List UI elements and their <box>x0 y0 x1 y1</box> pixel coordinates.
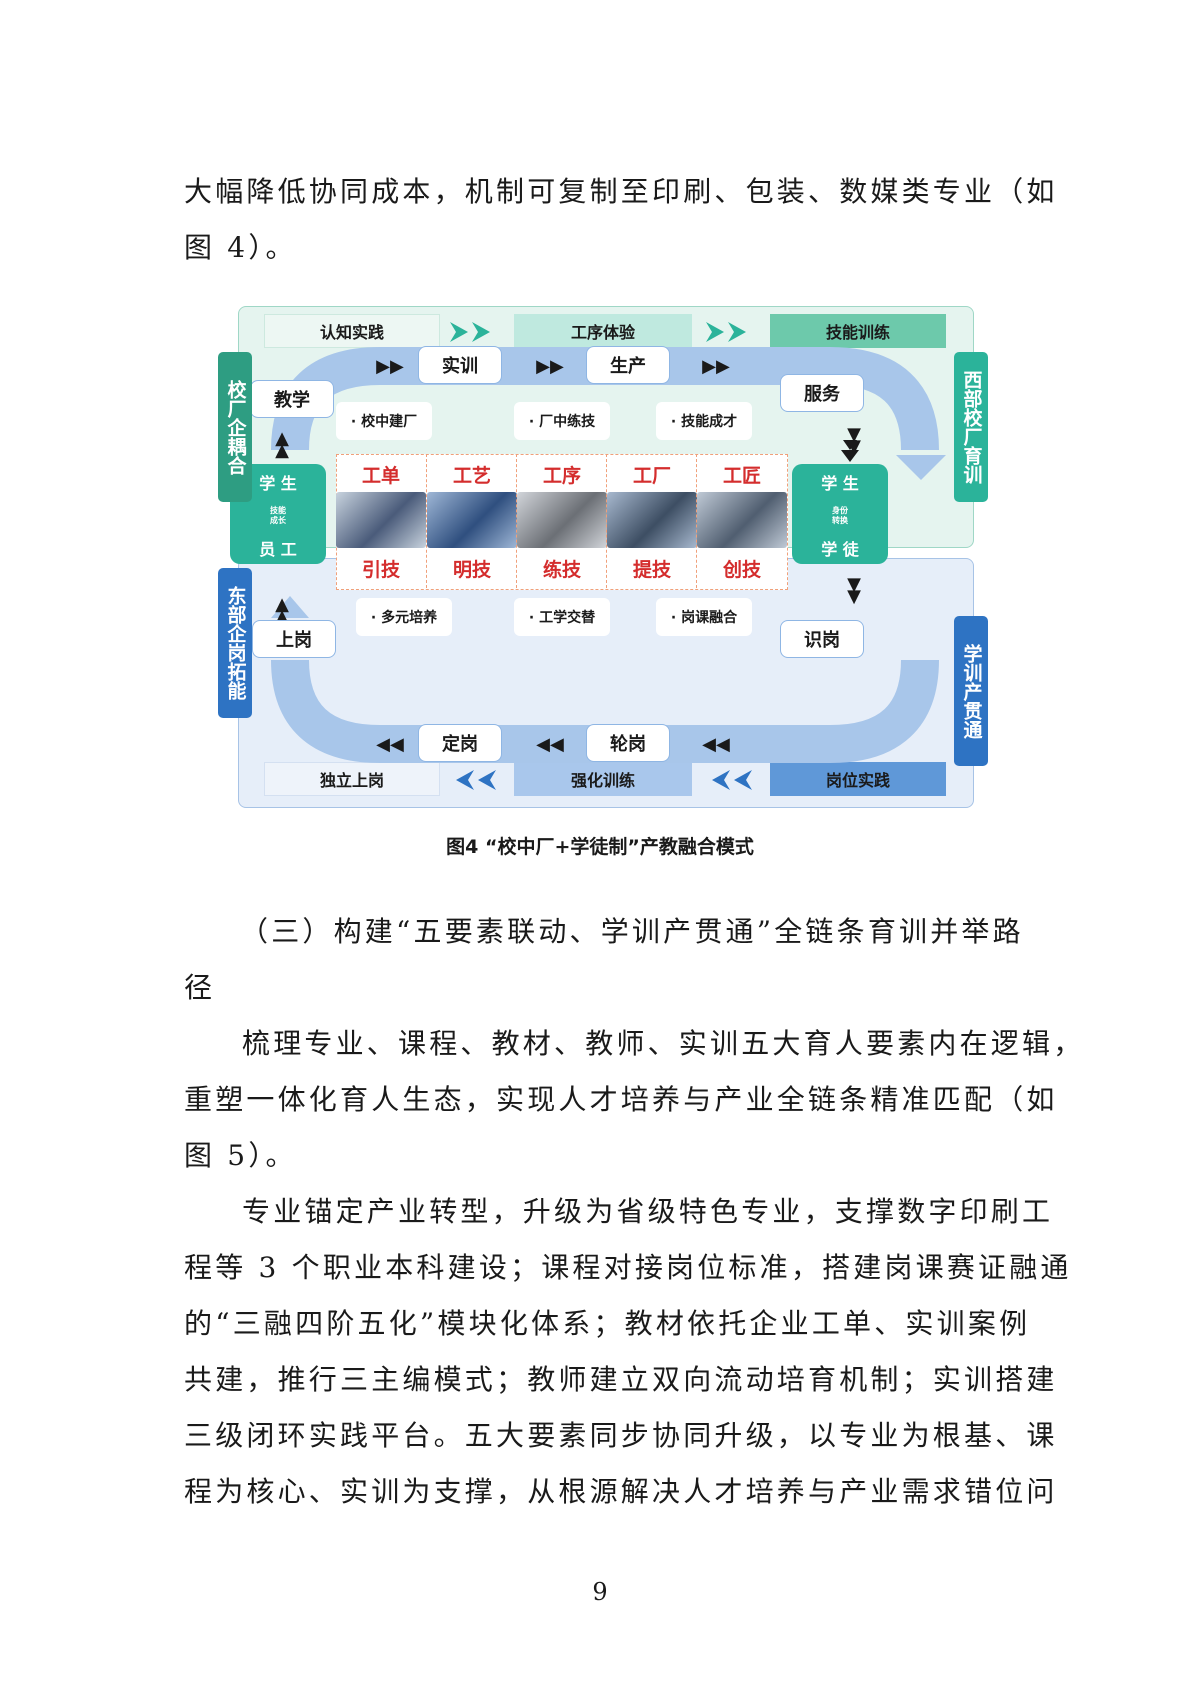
bullet-multi: · 多元培养 <box>356 598 452 636</box>
workshop-photo <box>427 492 517 548</box>
side-label-left-bottom: 东部企岗拓能 <box>218 568 252 718</box>
bullet-alternate: · 工学交替 <box>514 598 610 636</box>
workshop-photo <box>697 492 787 548</box>
column-item: 工序练技 <box>516 454 607 588</box>
column-top-label: 工匠 <box>722 464 761 487</box>
text-line: 程为核心、实训为支撑，从根源解决人才培养与产业需求错位问 <box>184 1475 1058 1508</box>
bullet-post-course: · 岗课融合 <box>656 598 752 636</box>
text-line: 三级闭环实践平台。五大要素同步协同升级，以专业为根基、课 <box>184 1419 1058 1452</box>
rewind-icon: ◀◀ <box>376 733 404 755</box>
node-know-post: 识岗 <box>780 620 864 658</box>
stage-cognitive: 认知实践 <box>264 314 440 348</box>
stage-process: 工序体验 <box>514 314 692 348</box>
side-label-right-top: 西部校厂育训 <box>954 352 988 502</box>
node-production: 生产 <box>586 346 670 384</box>
section-heading: （三）构建“五要素联动、学训产贯通”全链条育训并举路 径 <box>184 904 1024 1016</box>
text-line: 图 5）。 <box>184 1139 297 1172</box>
text-line: 的“三融四阶五化”模块化体系；教材依托企业工单、实训案例 <box>184 1307 1031 1340</box>
text-line: 大幅降低协同成本，机制可复制至印刷、包装、数媒类专业（如 <box>184 175 1058 208</box>
workshop-photo <box>517 492 607 548</box>
workshop-photo <box>336 492 426 548</box>
rewind-icon: ◀◀ <box>536 733 564 755</box>
node-rotation: 轮岗 <box>586 724 670 762</box>
paragraph-4: 专业锚定产业转型，升级为省级特色专业，支撑数字印刷工 程等 3 个职业本科建设；… <box>184 1184 1072 1520</box>
text-line: 程等 3 个职业本科建设；课程对接岗位标准，搭建岗课赛证融通 <box>184 1251 1072 1284</box>
text-line: 重塑一体化育人生态，实现人才培养与产业全链条精准匹配（如 <box>184 1083 1058 1116</box>
forward-icon: ▶▶ <box>376 355 404 377</box>
column-top-label: 工单 <box>361 464 400 487</box>
bullet-skill-talent: · 技能成才 <box>656 402 752 440</box>
column-item: 工单引技 <box>336 454 426 588</box>
figure-4: 认知实践 工序体验 技能训练 独立上岗 强化训练 岗位实践 ▶▶ ▶▶ ▶▶ ◀… <box>218 300 988 810</box>
node-on-post: 上岗 <box>252 620 336 658</box>
node-fixed-post: 定岗 <box>418 724 502 762</box>
text-line: （三）构建“五要素联动、学训产贯通”全链条育训并举路 <box>240 915 1024 948</box>
side-label-left-top: 校厂企耦合 <box>218 352 252 502</box>
text-line: 梳理专业、课程、教材、教师、实训五大育人要素内在逻辑， <box>242 1027 1085 1060</box>
forward-icon: ▶▶ <box>702 355 730 377</box>
down-arrow-icon: ▼▼ <box>847 424 861 457</box>
rewind-icon: ◀◀ <box>702 733 730 755</box>
stage-practice: 岗位实践 <box>770 762 946 796</box>
node-training: 实训 <box>418 346 502 384</box>
page-number: 9 <box>592 1578 608 1606</box>
paragraph-1: 大幅降低协同成本，机制可复制至印刷、包装、数媒类专业（如 图 4）。 <box>184 164 1058 276</box>
column-bottom-label: 练技 <box>542 558 581 581</box>
bullet-school-factory: · 校中建厂 <box>336 402 432 440</box>
text-line: 专业锚定产业转型，升级为省级特色专业，支撑数字印刷工 <box>242 1195 1054 1228</box>
column-item: 工厂提技 <box>606 454 697 588</box>
forward-icon: ▶▶ <box>536 355 564 377</box>
node-teaching: 教学 <box>250 380 334 418</box>
stage-skill: 技能训练 <box>770 314 946 348</box>
stage-intensive: 强化训练 <box>514 762 692 796</box>
text-line: 图 4）。 <box>184 231 297 264</box>
column-bottom-label: 明技 <box>452 558 491 581</box>
column-item: 工匠创技 <box>696 454 787 588</box>
text-line: 径 <box>184 971 216 1004</box>
double-arrow-left-icon <box>712 770 752 790</box>
column-top-label: 工厂 <box>632 464 671 487</box>
column-top-label: 工艺 <box>452 464 491 487</box>
paragraph-3: 梳理专业、课程、教材、教师、实训五大育人要素内在逻辑， 重塑一体化育人生态，实现… <box>184 1016 1085 1184</box>
student-box-right: 学 生 身份转换 学 徒 <box>792 464 888 564</box>
double-arrow-icon <box>706 322 746 342</box>
bullet-factory-skill: · 厂中练技 <box>514 402 610 440</box>
column-top-label: 工序 <box>542 464 581 487</box>
stage-independent: 独立上岗 <box>264 762 440 796</box>
column-bottom-label: 创技 <box>722 558 761 581</box>
double-arrow-left-icon <box>456 770 496 790</box>
down-arrow-icon: ▼▼ <box>847 574 861 607</box>
column-bottom-label: 提技 <box>632 558 671 581</box>
column-bottom-label: 引技 <box>361 558 400 581</box>
workshop-photo <box>607 492 697 548</box>
node-service: 服务 <box>780 374 864 412</box>
side-label-right-bottom: 学训产贯通 <box>954 616 988 766</box>
text-line: 共建，推行三主编模式；教师建立双向流动培育机制；实训搭建 <box>184 1363 1058 1396</box>
column-item: 工艺明技 <box>426 454 517 588</box>
figure-caption: 图4 “校中厂+学徒制”产教融合模式 <box>446 836 754 858</box>
double-arrow-icon <box>450 322 490 342</box>
up-arrow-icon: ▲▲ <box>275 428 289 461</box>
